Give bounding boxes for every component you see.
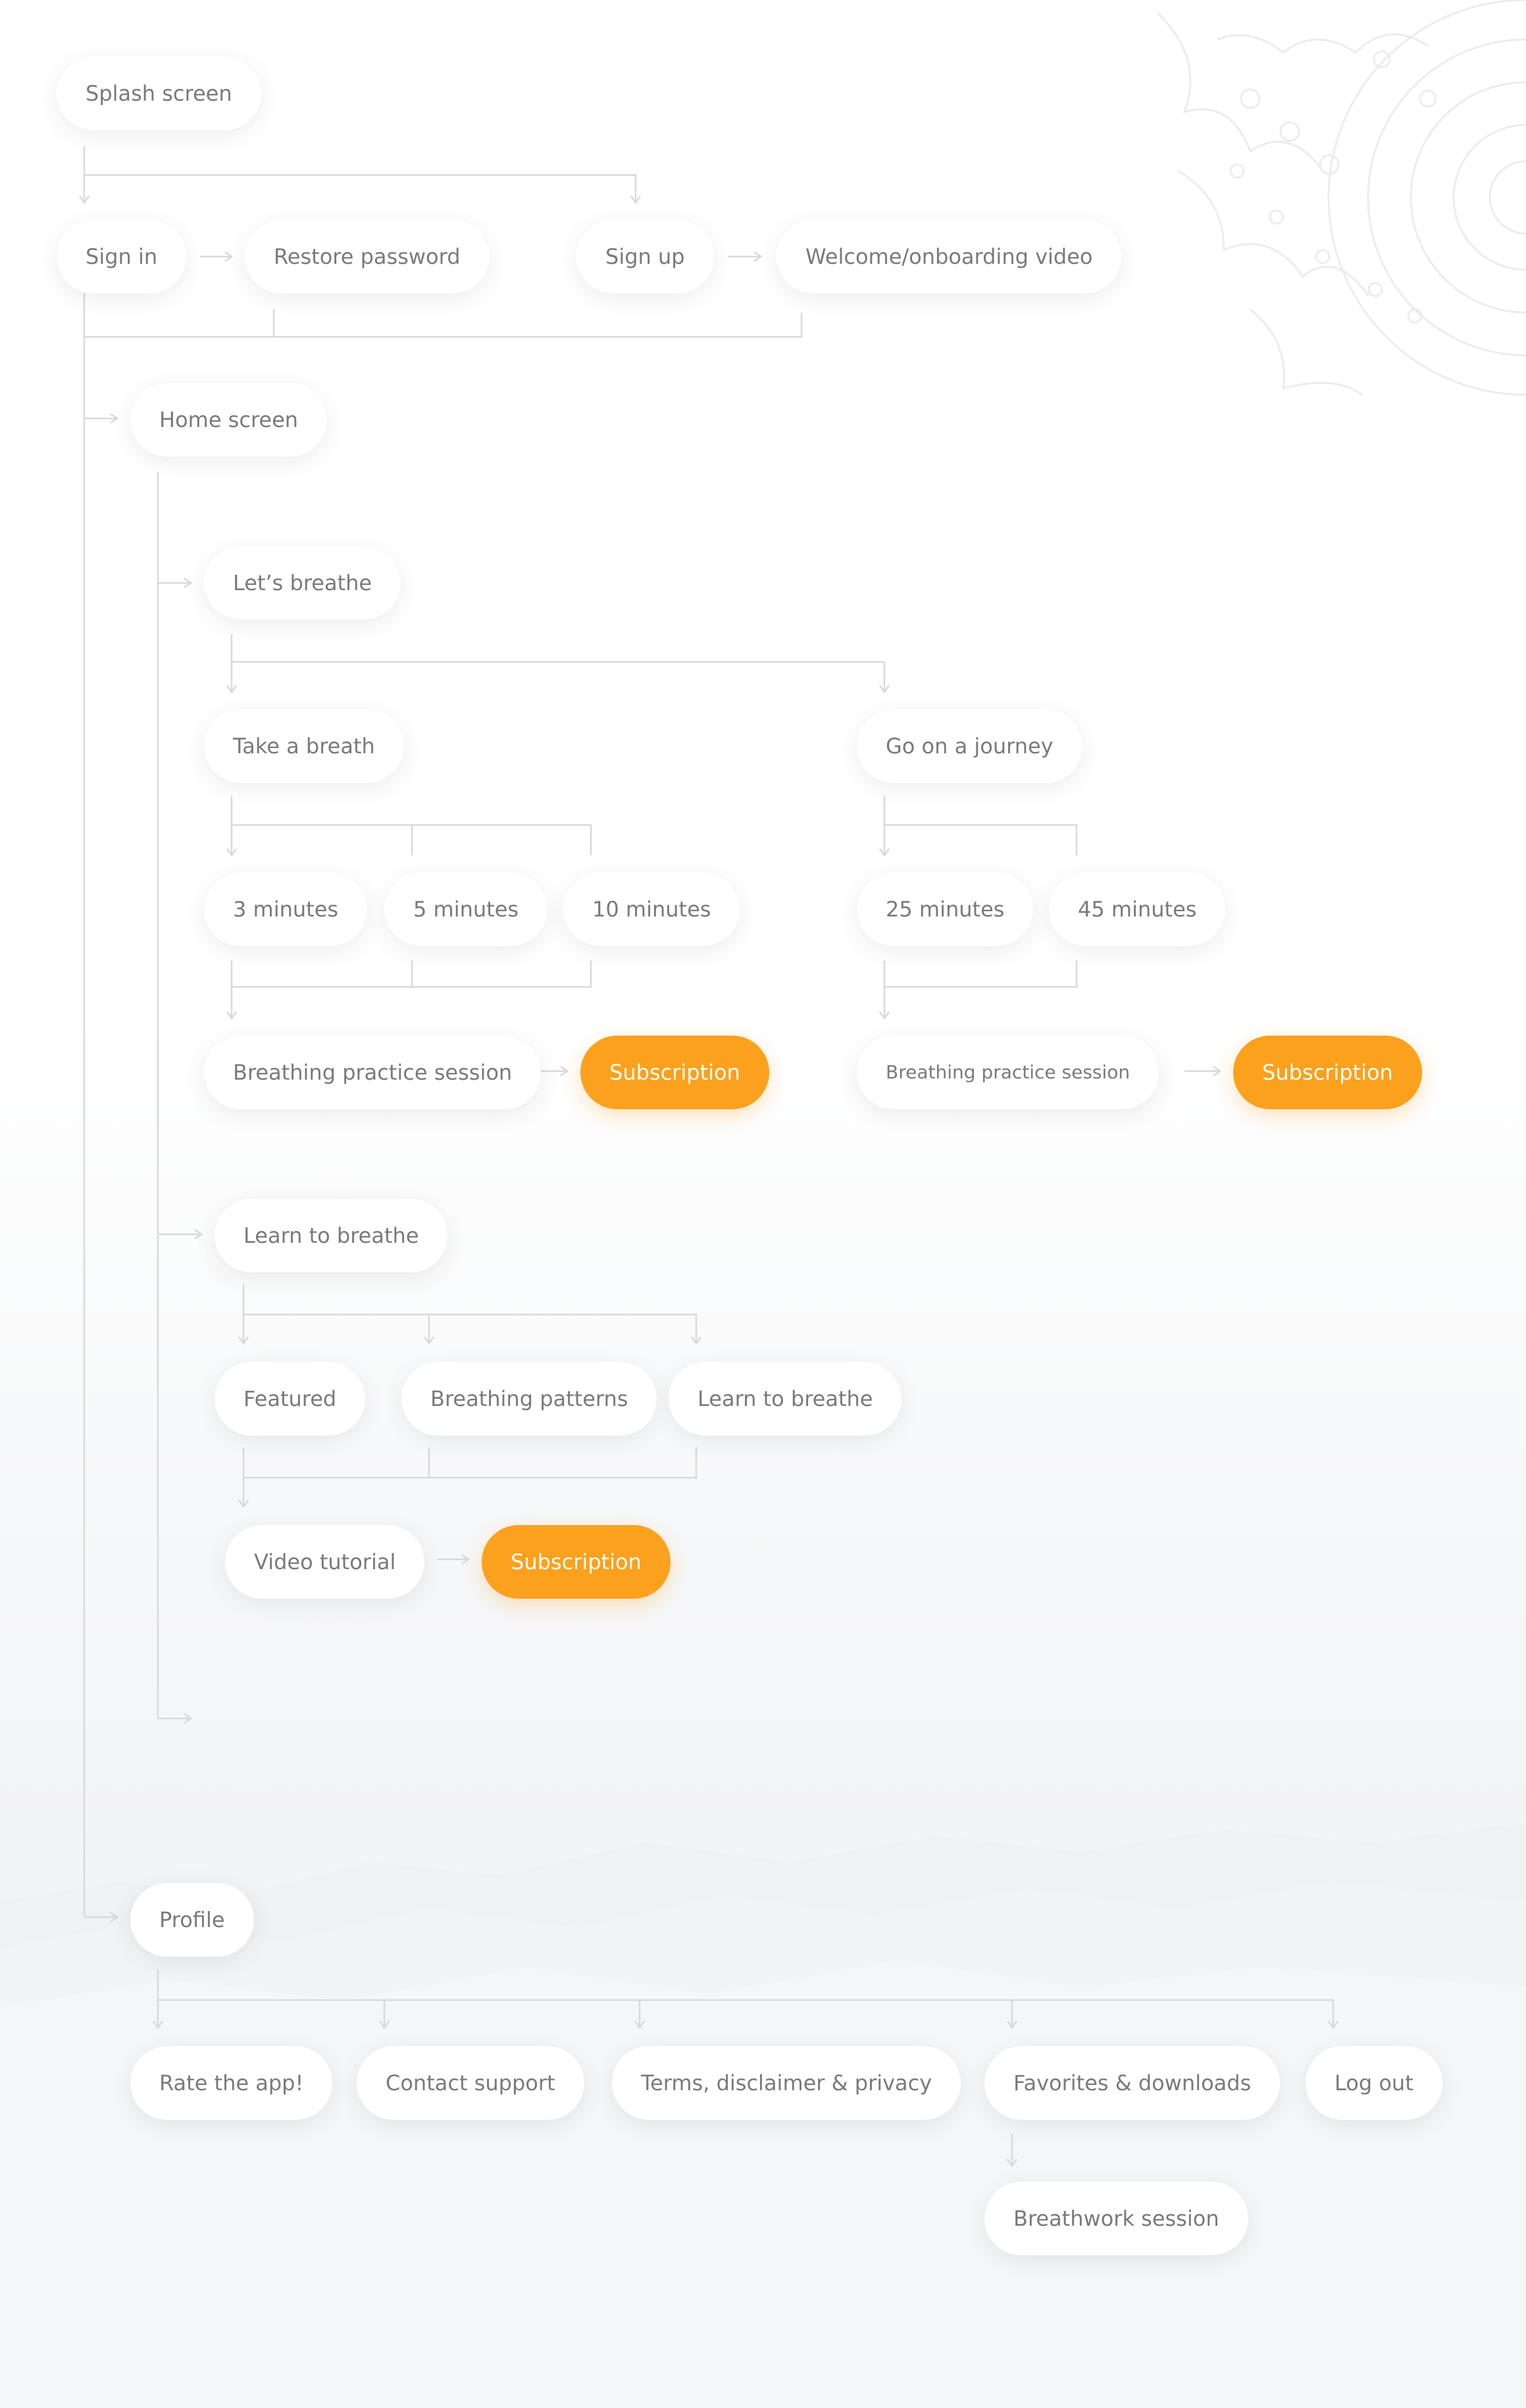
node-welcome-video: Welcome/onboarding video bbox=[776, 220, 1122, 293]
arrow-right-icon bbox=[184, 1713, 193, 1724]
node-contact-support: Contact support bbox=[357, 2046, 584, 2120]
node-profile: Profile bbox=[130, 1883, 254, 1957]
arrow-right-icon bbox=[1213, 1065, 1222, 1077]
arrow-down-icon bbox=[378, 2020, 390, 2030]
arrow-right-icon bbox=[194, 1228, 203, 1240]
node-video-tutorial: Video tutorial bbox=[225, 1525, 425, 1599]
node-home-screen: Home screen bbox=[130, 383, 328, 457]
arrow-down-icon bbox=[878, 685, 890, 694]
arrow-down-icon bbox=[1327, 2020, 1339, 2030]
arrow-down-icon bbox=[238, 1499, 249, 1509]
node-learn-to-breathe: Learn to breathe bbox=[215, 1199, 448, 1272]
arrow-right-icon bbox=[224, 251, 234, 263]
arrow-down-icon bbox=[690, 1336, 702, 1345]
node-3-minutes: 3 minutes bbox=[204, 872, 368, 946]
node-breathwork-session: Breathwork session bbox=[984, 2182, 1248, 2255]
connector-line bbox=[884, 824, 1078, 855]
arrow-down-icon bbox=[1006, 2020, 1018, 2030]
arrow-right-icon bbox=[753, 251, 763, 263]
node-breathing-patterns: Breathing patterns bbox=[401, 1362, 657, 1436]
connector-line bbox=[232, 661, 886, 692]
node-sign-up: Sign up bbox=[576, 220, 714, 293]
node-45-minutes: 45 minutes bbox=[1049, 872, 1226, 946]
mandala-icon bbox=[1157, 0, 1526, 396]
node-splash-screen: Splash screen bbox=[57, 57, 261, 130]
arrow-down-icon bbox=[152, 2020, 164, 2030]
node-terms-privacy: Terms, disclaimer & privacy bbox=[612, 2046, 961, 2120]
arrow-down-icon bbox=[226, 685, 238, 694]
connector-line bbox=[243, 1447, 698, 1479]
node-subscription-right: Subscription bbox=[1233, 1036, 1422, 1109]
arrow-down-icon bbox=[226, 1011, 238, 1020]
node-10-minutes: 10 minutes bbox=[563, 872, 740, 946]
node-featured: Featured bbox=[215, 1362, 366, 1436]
connector-line bbox=[84, 174, 637, 203]
node-sign-in: Sign in bbox=[57, 220, 187, 293]
arrow-down-icon bbox=[78, 195, 90, 205]
node-learn-to-breathe-sub: Learn to breathe bbox=[669, 1362, 902, 1436]
arrow-right-icon bbox=[110, 413, 119, 424]
connector-line bbox=[884, 961, 1078, 988]
arrow-down-icon bbox=[1006, 2159, 1018, 2168]
connector-line bbox=[83, 293, 803, 338]
node-log-out: Log out bbox=[1306, 2046, 1442, 2120]
node-lets-breathe: Let’s breathe bbox=[204, 546, 401, 620]
node-subscription-video: Subscription bbox=[482, 1525, 671, 1599]
arrow-right-icon bbox=[560, 1065, 569, 1077]
node-subscription-left: Subscription bbox=[580, 1036, 769, 1109]
node-25-minutes: 25 minutes bbox=[857, 872, 1034, 946]
node-5-minutes: 5 minutes bbox=[384, 872, 548, 946]
connector-line bbox=[232, 824, 592, 855]
node-breathing-session-left: Breathing practice session bbox=[204, 1036, 542, 1109]
node-go-on-journey: Go on a journey bbox=[857, 709, 1082, 783]
arrow-down-icon bbox=[878, 848, 890, 857]
arrow-down-icon bbox=[423, 1336, 435, 1345]
arrow-down-icon bbox=[238, 1336, 249, 1345]
connector-line bbox=[232, 961, 592, 988]
arrow-down-icon bbox=[226, 848, 238, 857]
arrow-down-icon bbox=[878, 1011, 890, 1020]
arrow-right-icon bbox=[110, 1911, 119, 1923]
arrow-right-icon bbox=[184, 577, 193, 589]
connector-line bbox=[243, 1313, 698, 1343]
node-breathing-session-right: Breathing practice session bbox=[857, 1036, 1159, 1109]
node-take-a-breath: Take a breath bbox=[204, 709, 404, 783]
node-favorites-downloads: Favorites & downloads bbox=[984, 2046, 1281, 2120]
arrow-down-icon bbox=[630, 195, 642, 205]
node-restore-password: Restore password bbox=[245, 220, 490, 293]
connector-line bbox=[158, 1999, 1335, 2028]
arrow-right-icon bbox=[461, 1553, 471, 1565]
node-rate-the-app: Rate the app! bbox=[130, 2046, 333, 2120]
arrow-down-icon bbox=[634, 2020, 646, 2030]
